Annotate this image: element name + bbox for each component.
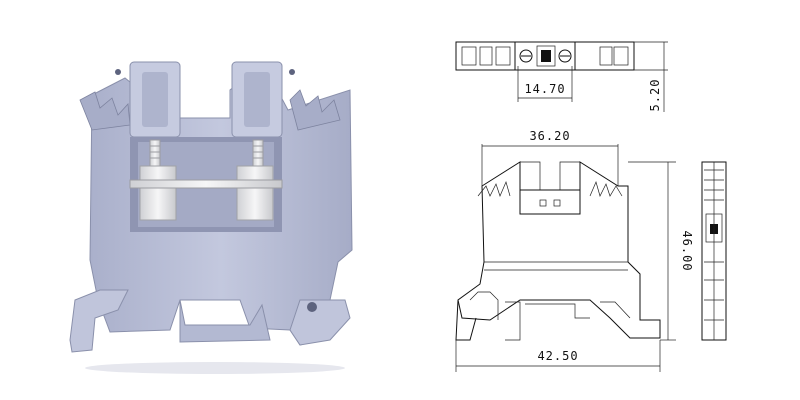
rail-foot-right xyxy=(289,299,351,346)
right-clamp xyxy=(236,165,274,221)
dim-body-width: 36.20 xyxy=(529,129,570,143)
dim-base-width: 42.50 xyxy=(537,349,578,363)
left-clamp xyxy=(139,165,177,221)
dim-body-height: 46.00 xyxy=(680,230,694,271)
front-view-drawing: 36.20 46.00 42.50 xyxy=(455,129,694,372)
right-screw xyxy=(252,139,264,169)
mount-hole xyxy=(307,302,317,312)
top-view-drawing: 14.70 5.20 xyxy=(455,41,668,112)
rail-foot-spring xyxy=(179,299,271,343)
shadow xyxy=(85,362,345,374)
side-view-drawing xyxy=(701,161,727,341)
left-teeth xyxy=(79,91,131,131)
left-tower-slot xyxy=(142,72,168,127)
top-hole-left xyxy=(115,69,121,75)
bus-bar xyxy=(129,179,283,189)
rail-foot-left xyxy=(69,289,129,353)
terminal-block-photo xyxy=(69,61,353,374)
dim-top-height: 5.20 xyxy=(648,79,662,112)
top-hole-right xyxy=(289,69,295,75)
right-tower-slot xyxy=(244,72,270,127)
left-screw xyxy=(149,139,161,169)
right-teeth xyxy=(289,89,341,131)
dim-top-width: 14.70 xyxy=(524,82,565,96)
